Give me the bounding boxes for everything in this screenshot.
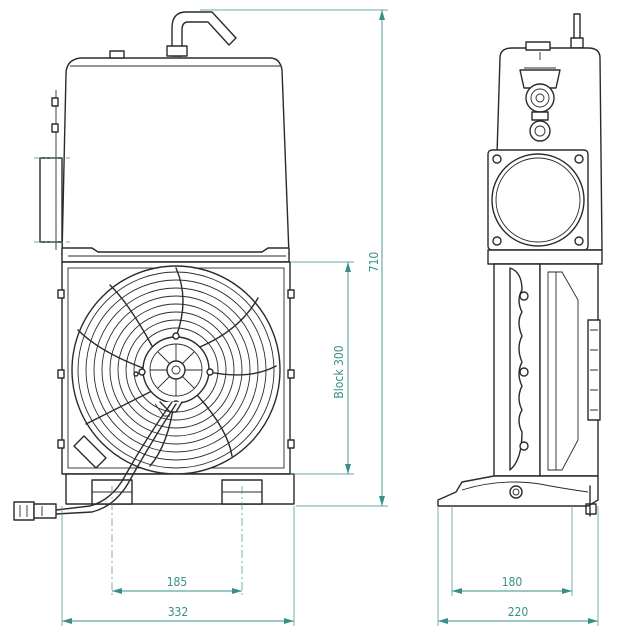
dimension-332-label: 332 <box>168 605 189 619</box>
dimension-side-foot-spacing: 180 <box>451 506 573 596</box>
dimension-220-label: 220 <box>508 605 529 619</box>
connector-cable <box>13 401 177 521</box>
dimension-block-label: Block 300 <box>332 345 346 398</box>
dimension-front-foot-spacing: 185 <box>112 575 242 594</box>
dimension-185-label: 185 <box>167 575 188 589</box>
side-flange <box>487 149 603 265</box>
tank-housing <box>39 50 290 263</box>
vent-pipe <box>570 13 584 49</box>
dimension-710-label: 710 <box>367 252 381 273</box>
front-view <box>13 11 295 521</box>
side-view <box>437 13 603 517</box>
side-block <box>493 263 601 477</box>
dimension-side-width: 220 <box>437 506 599 626</box>
dimension-overall-height: 710 <box>200 9 388 507</box>
dimension-block-height: Block 300 <box>290 261 354 475</box>
dimension-front-width: 332 <box>61 506 295 626</box>
front-centerlines <box>34 157 243 596</box>
inlet-pipe <box>166 11 237 57</box>
base-feet <box>65 473 295 505</box>
dimension-180-label: 180 <box>502 575 523 589</box>
fan <box>71 265 281 475</box>
side-feet <box>437 475 599 517</box>
